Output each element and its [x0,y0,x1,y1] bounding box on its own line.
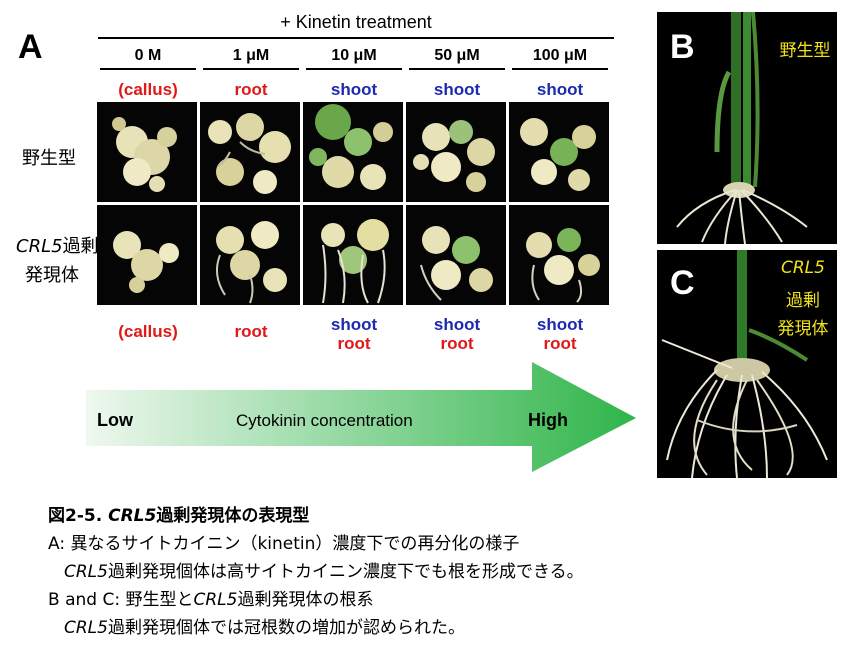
arrow-high-label: High [528,410,568,430]
bottom-label-10um-shoot: shoot [330,315,378,334]
callus-photo-wt-0m [97,102,197,202]
column-header-50um: 50 μM [434,47,480,64]
top-label-50um: shoot [433,80,481,99]
figure-caption-title: 図2-5. CRL5過剰発現体の表現型 [48,504,309,528]
column-header-100um: 100 μM [532,47,588,64]
callus-photo-wt-10um [303,102,403,202]
caption-title-prefix: 図2-5. [48,506,109,526]
bottom-label-10um-root: root [337,334,371,353]
panel-c-label-gene: CRL5 [781,258,825,278]
bottom-label-50um-root: root [440,334,474,353]
callus-photo-wt-1um [200,102,300,202]
callus-photo-crl5-100um [509,205,609,305]
treatment-rule [98,37,614,39]
gene-name: CRL5 [16,236,63,257]
top-label-0m: (callus) [118,80,178,99]
top-label-1um: root [234,80,268,99]
column-rule [409,68,505,70]
column-rule [306,68,402,70]
caption-line-a: A: 異なるサイトカイニン（kinetin）濃度下での再分化の様子 [48,534,520,554]
arrow-middle-label: Cytokinin concentration [236,411,413,430]
bottom-label-1um: root [234,322,268,341]
row-label-crl5-rest: 過剰 [62,236,99,257]
column-rule [100,68,196,70]
caption-line-bc-rest: 過剰発現体の根系 [237,590,374,610]
row-label-crl5-line2: 発現体 [25,265,79,286]
caption-line-bc2-gene: CRL5 [64,618,108,638]
column-rule [203,68,299,70]
caption-line-bc-gene: CRL5 [193,590,238,610]
panel-b-letter: B [670,28,695,66]
cytokinin-gradient-arrow [86,362,636,472]
callus-photo-wt-50um [406,102,506,202]
panel-c-photo [657,250,837,478]
top-label-10um: shoot [330,80,378,99]
bottom-label-0m: (callus) [118,322,178,341]
caption-line-a2: CRL5過剰発現個体は高サイトカイニン濃度下でも根を形成できる。 [64,560,584,584]
callus-photo-crl5-10um [303,205,403,305]
row-label-crl5: CRL5過剰 [16,232,99,258]
panel-c-label-line2: 過剰 [786,291,820,311]
caption-line-bc-prefix: B and C: 野生型と [48,590,194,610]
panel-c-letter: C [670,264,695,302]
callus-photo-crl5-0m [97,205,197,305]
caption-line-bc: B and C: 野生型とCRL5過剰発現体の根系 [48,588,373,612]
column-header-10um: 10 μM [331,47,377,64]
row-label-wild-type: 野生型 [22,148,76,169]
bottom-label-50um-shoot: shoot [433,315,481,334]
caption-line-bc2: CRL5過剰発現個体では冠根数の増加が認められた。 [64,616,465,640]
caption-title-rest: 過剰発現体の表現型 [156,506,310,526]
column-header-0m: 0 M [134,47,162,64]
top-label-100um: shoot [536,80,584,99]
callus-photo-crl5-1um [200,205,300,305]
treatment-title: + Kinetin treatment [280,12,432,32]
bottom-label-100um-root: root [543,334,577,353]
callus-photo-wt-100um [509,102,609,202]
bottom-label-100um-shoot: shoot [536,315,584,334]
caption-line-bc2-rest: 過剰発現個体では冠根数の増加が認められた。 [107,618,465,638]
panel-c-label-line3: 発現体 [777,319,829,339]
panel-a-letter: A [18,28,43,66]
caption-line-a2-gene: CRL5 [64,562,108,582]
caption-line-a2-rest: 過剰発現個体は高サイトカイニン濃度下でも根を形成できる。 [107,562,584,582]
caption-title-gene: CRL5 [108,506,157,526]
panel-b-photo [657,12,837,244]
callus-photo-crl5-50um [406,205,506,305]
column-header-1um: 1 μM [232,47,270,64]
arrow-low-label: Low [97,410,133,430]
panel-b-label: 野生型 [779,41,831,61]
column-rule [512,68,608,70]
